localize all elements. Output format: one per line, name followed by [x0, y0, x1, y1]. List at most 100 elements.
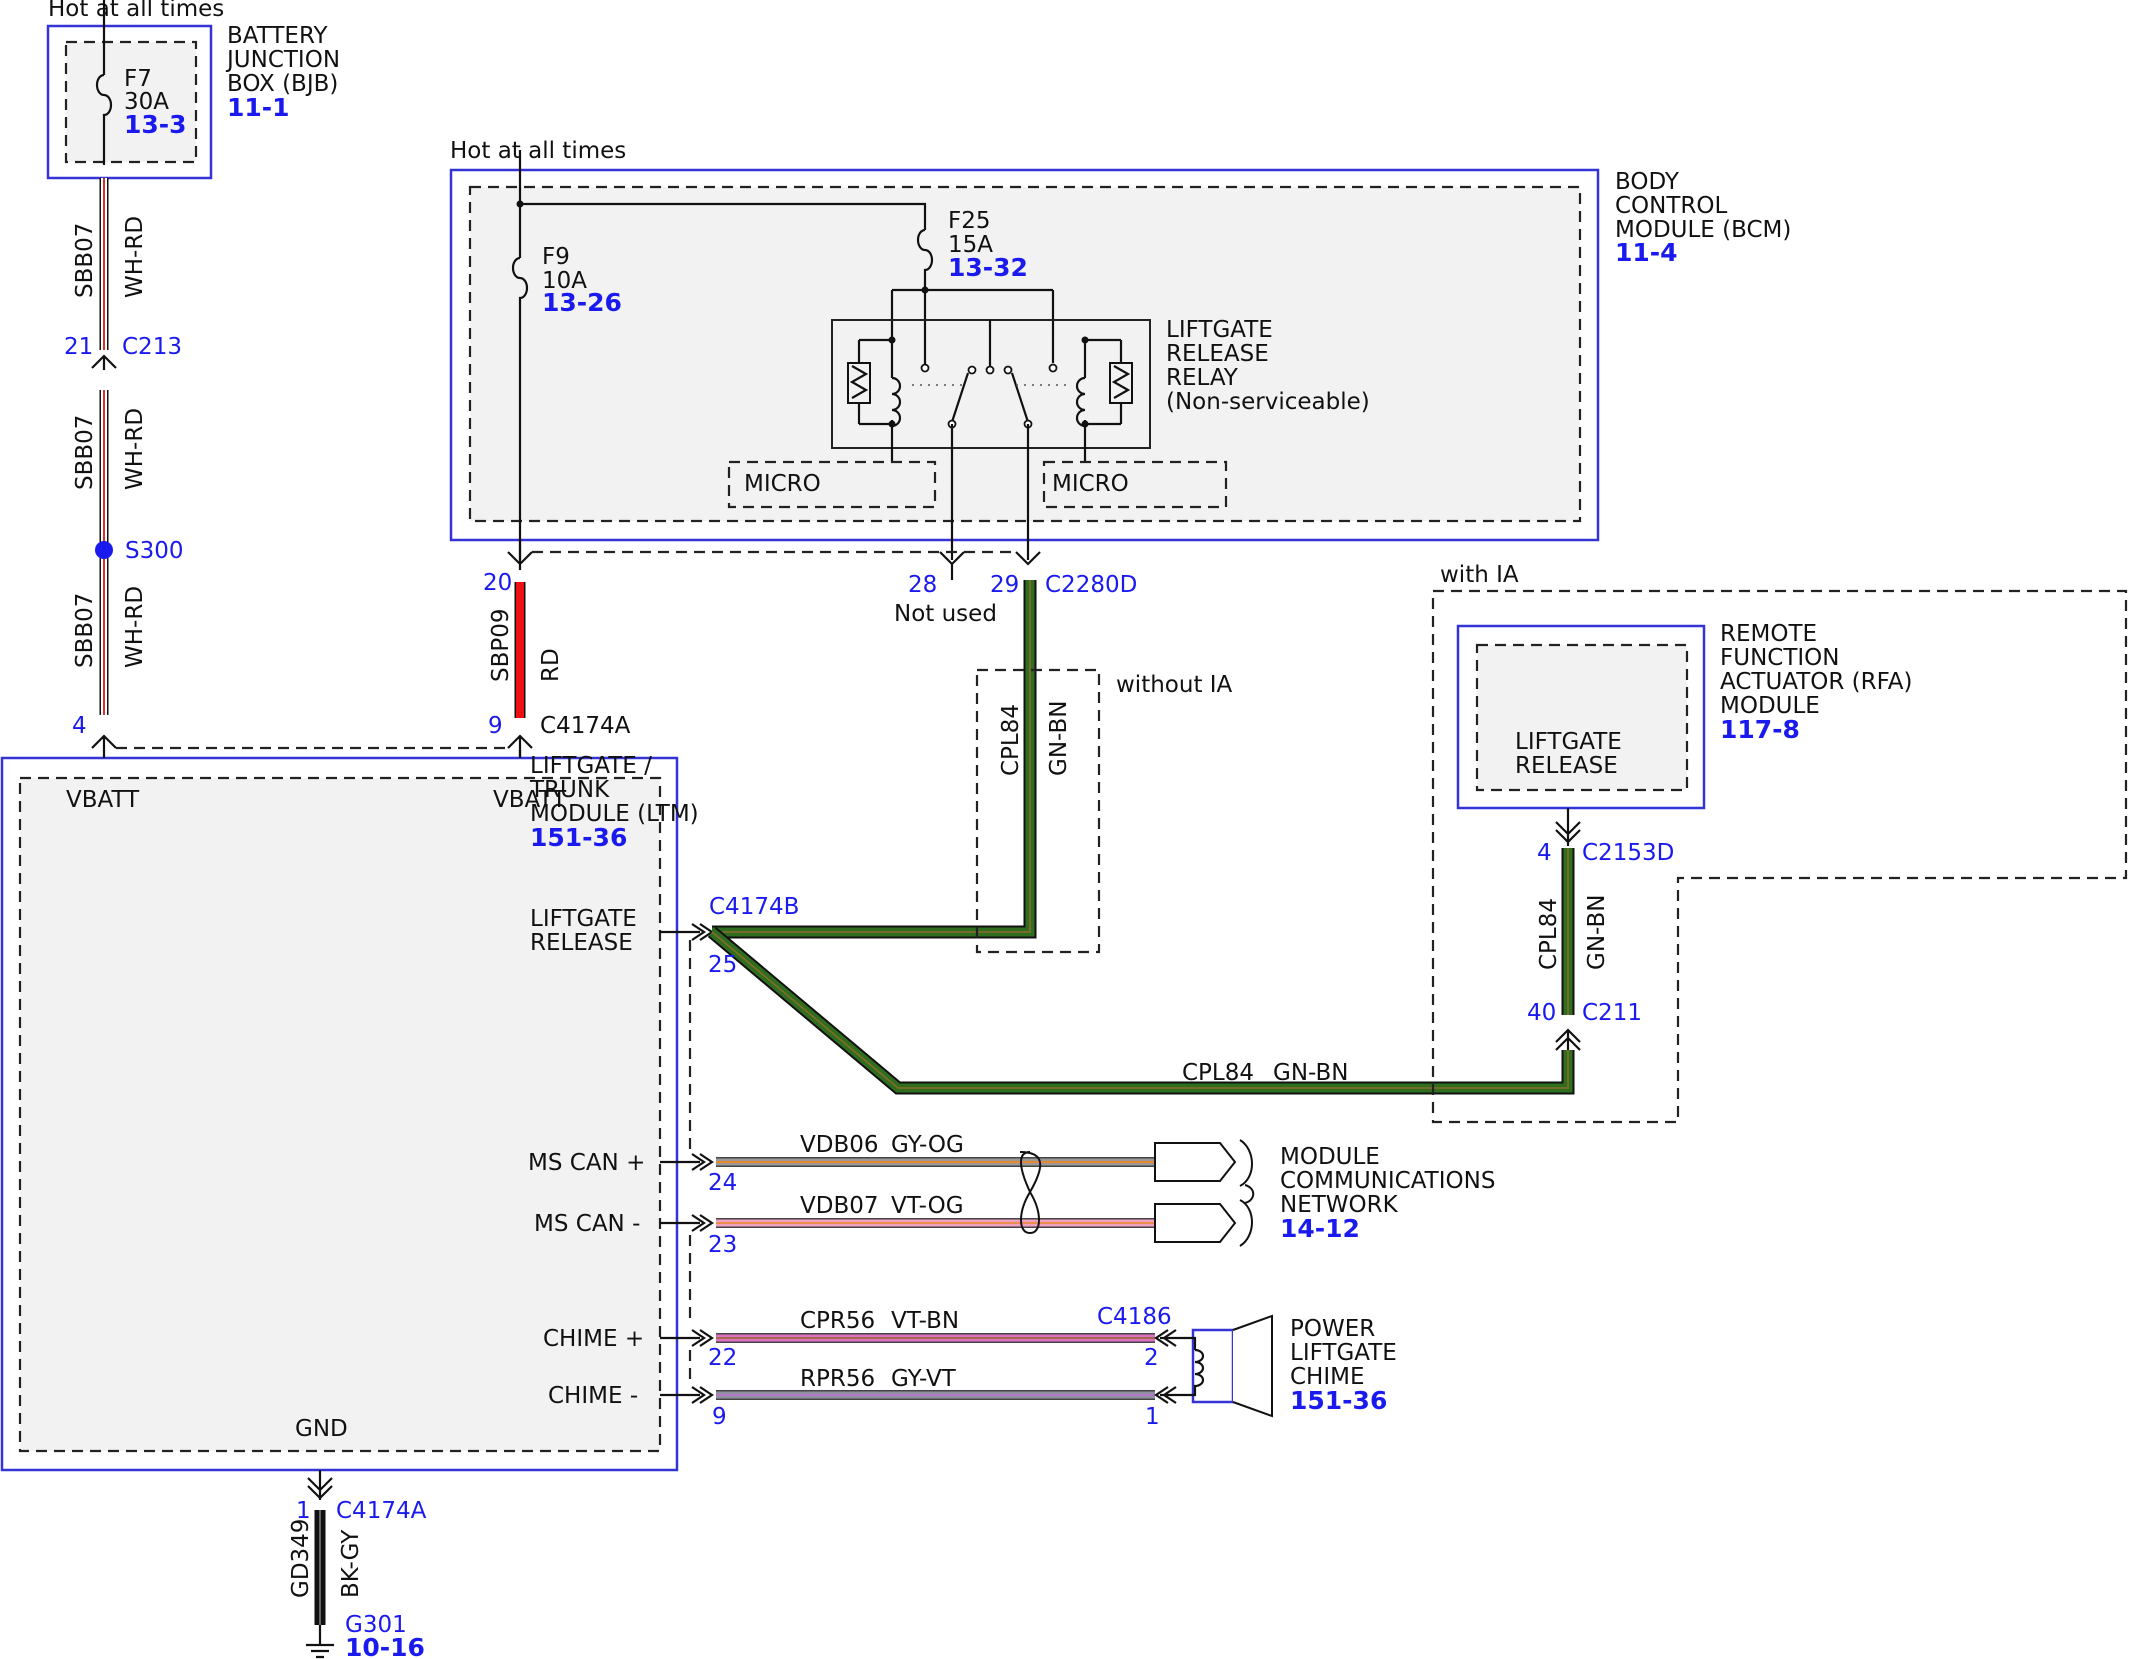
f7-ref-link[interactable]: 13-3	[124, 110, 187, 139]
bjb-title-2: JUNCTION	[225, 47, 340, 73]
chime-ref-link[interactable]: 151-36	[1290, 1386, 1387, 1415]
g301-ref-link[interactable]: 10-16	[345, 1633, 425, 1659]
bcm-title-3: MODULE (BCM)	[1615, 217, 1791, 243]
bcm-title-1: BODY	[1615, 169, 1680, 195]
f9-amp: 10A	[542, 268, 587, 294]
rfa-title-4: MODULE	[1720, 693, 1820, 719]
pin-24: 24	[708, 1170, 737, 1196]
sbb07-label-1: SBB07	[72, 223, 98, 298]
sbp09-label: SBP09	[488, 608, 514, 682]
ltm-ref-link[interactable]: 151-36	[530, 823, 627, 852]
pin-21: 21	[64, 334, 93, 360]
gn-bn-label-2: GN-BN	[1273, 1060, 1349, 1086]
pin-22: 22	[708, 1345, 737, 1371]
vdb06-label: VDB06	[800, 1132, 879, 1158]
can-plus-terminal	[1154, 1142, 1237, 1182]
f7-amp: 30A	[124, 89, 169, 115]
cpl84-label-1: CPL84	[998, 704, 1024, 776]
f7-name: F7	[124, 66, 152, 92]
ground-wire	[306, 1470, 334, 1659]
bjb-ref-link[interactable]: 11-1	[227, 93, 290, 122]
bcm-hot-label: Hot at all times	[450, 138, 626, 164]
c4174a-connector: C4174A	[540, 713, 631, 739]
vbatt-2: VBATT	[493, 787, 567, 813]
cpl84-label-3: CPL84	[1536, 898, 1562, 970]
rfa-func-1: LIFTGATE	[1515, 729, 1622, 755]
micro-right-box	[1042, 460, 1228, 509]
vdb07-label: VDB07	[800, 1193, 879, 1219]
pin-9-ltm: 9	[488, 713, 503, 739]
ltm-outline	[0, 756, 679, 1472]
c213-connector: C213	[122, 334, 182, 360]
ms-can-minus: MS CAN -	[534, 1211, 640, 1237]
rfa-outline	[1456, 624, 1706, 810]
g301-label: G301	[345, 1612, 407, 1638]
c2153d-connector: C2153D	[1582, 840, 1674, 866]
rfa-title-3: ACTUATOR (RFA)	[1720, 669, 1912, 695]
pin-28: 28	[908, 572, 937, 598]
not-used-label: Not used	[894, 601, 997, 627]
relay-title-4: (Non-serviceable)	[1166, 389, 1370, 415]
relay-title-1: LIFTGATE	[1166, 317, 1273, 343]
gn-bn-label-3: GN-BN	[1584, 895, 1610, 971]
can-minus-terminal	[1154, 1203, 1237, 1243]
network-title-1: MODULE	[1280, 1144, 1380, 1170]
rpr56-label: RPR56	[800, 1366, 875, 1392]
liftgate-release-1: LIFTGATE	[530, 906, 637, 932]
network-ref-link[interactable]: 14-12	[1280, 1214, 1360, 1243]
c4174b-connector: C4174B	[709, 894, 799, 920]
ltm-inner	[18, 776, 662, 1453]
ltm-title-2: TRUNK	[529, 777, 610, 803]
gd349-label: GD349	[288, 1519, 314, 1598]
relay-title-2: RELEASE	[1166, 341, 1269, 367]
wire-sbb07	[91, 178, 117, 750]
s300-splice	[95, 541, 113, 559]
chime-wires	[716, 1329, 1180, 1404]
chime-plus: CHIME +	[543, 1326, 644, 1352]
gy-vt-label: GY-VT	[891, 1366, 957, 1392]
f25-ref-link[interactable]: 13-32	[948, 253, 1028, 282]
pin-23: 23	[708, 1232, 737, 1258]
rfa-ref-link[interactable]: 117-8	[1720, 715, 1800, 744]
pin-1: 1	[1145, 1404, 1160, 1430]
network-title-2: COMMUNICATIONS	[1280, 1168, 1495, 1194]
relay-title-3: RELAY	[1166, 365, 1239, 391]
pin-2: 2	[1144, 1345, 1159, 1371]
liftgate-release-relay	[831, 286, 1151, 463]
network-title-3: NETWORK	[1280, 1192, 1399, 1218]
liftgate-trunk-module: VBATT VBATT LIFTGATE / TRUNK MODULE (LTM…	[0, 750, 699, 1472]
gnd-label: GND	[295, 1416, 348, 1442]
f9-ref-link[interactable]: 13-26	[542, 288, 622, 317]
pin-4-rfa: 4	[1537, 840, 1552, 866]
pin-29: 29	[990, 572, 1019, 598]
gy-og-label: GY-OG	[891, 1132, 964, 1158]
ltm-pin-arrows	[660, 923, 714, 1404]
body-control-module: Hot at all times BODY CONTROL MODULE (BC…	[449, 138, 1791, 560]
bcm-ref-link[interactable]: 11-4	[1615, 238, 1678, 267]
rfa-module: with IA LIFTGATE RELEASE REMOTE FUNCTION…	[1431, 562, 2128, 1124]
ms-can-plus: MS CAN +	[528, 1150, 645, 1176]
pin-20: 20	[483, 570, 512, 596]
pin-9-chime: 9	[712, 1404, 727, 1430]
with-ia-region	[1431, 589, 2128, 1124]
c211-connector: C211	[1582, 1000, 1642, 1026]
ltm-title-1: LIFTGATE /	[530, 753, 652, 779]
c2280d-connector: C2280D	[1045, 572, 1137, 598]
f25-name: F25	[948, 208, 991, 234]
micro-left-label: MICRO	[744, 471, 821, 497]
bjb-inner	[64, 40, 198, 164]
chime-title-1: POWER	[1290, 1316, 1375, 1342]
bjb-outline	[46, 24, 213, 180]
wh-rd-label-1: WH-RD	[122, 216, 148, 298]
without-ia-box	[975, 668, 1101, 954]
c4174a-gnd-connector: C4174A	[336, 1498, 427, 1524]
c4186-connector: C4186	[1097, 1304, 1172, 1330]
pin-4-ltm: 4	[72, 713, 87, 739]
cpl84-label-2: CPL84	[1182, 1060, 1254, 1086]
sbb07-label-2: SBB07	[72, 415, 98, 490]
can-wires	[716, 1139, 1255, 1247]
rfa-func-2: RELEASE	[1515, 753, 1618, 779]
f7-fuse-symbol	[95, 0, 113, 165]
pin-40: 40	[1527, 1000, 1556, 1026]
f9-name: F9	[542, 244, 570, 270]
